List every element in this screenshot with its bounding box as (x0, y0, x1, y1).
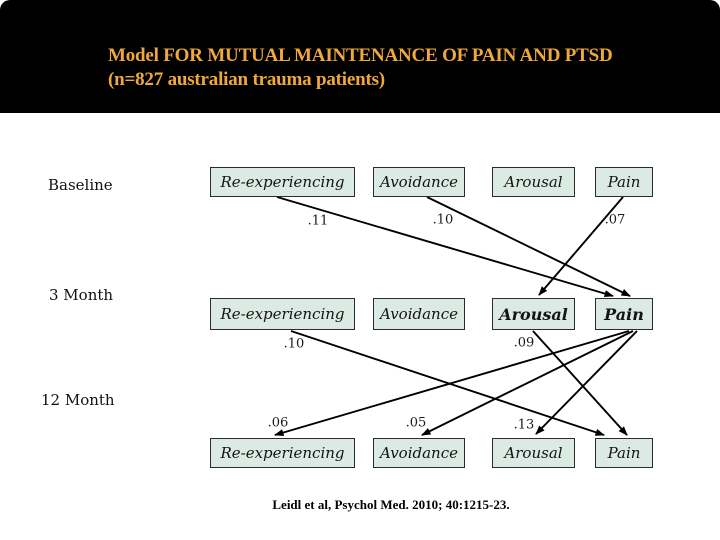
path-arrow-month3.pain-to-month12.re-experiencing (274, 330, 630, 437)
path-coefficient-month3.re-experiencing-to-month12.pain: .10 (283, 336, 305, 352)
path-coefficient-baseline.avoidance-to-month3.pain: .10 (432, 212, 454, 228)
path-coefficient-month3.pain-to-month12.avoidance: .05 (405, 415, 427, 431)
path-coefficient-month3.arousal-to-month12.pain: .09 (513, 335, 535, 351)
slide-title-line1: Model FOR MUTUAL MAINTENANCE OF PAIN AND… (108, 45, 613, 66)
row-label-month3: 3 Month (49, 286, 114, 304)
path-coefficient-baseline.re-experiencing-to-month3.pain: .11 (307, 213, 329, 229)
box-baseline-re-experiencing: Re-experiencing (210, 167, 355, 197)
citation: Leidl et al, Psychol Med. 2010; 40:1215-… (272, 497, 510, 512)
path-arrow-month3.arousal-to-month12.pain (532, 330, 628, 436)
box-baseline-pain: Pain (595, 167, 653, 197)
box-month12-pain: Pain (595, 438, 653, 468)
box-month3-re-experiencing: Re-experiencing (210, 298, 355, 330)
box-month12-arousal: Arousal (492, 438, 575, 468)
path-coefficient-baseline.pain-to-month3.arousal: .07 (604, 212, 626, 228)
path-arrow-baseline.pain-to-month3.arousal (538, 196, 624, 296)
box-month3-avoidance: Avoidance (373, 298, 465, 330)
box-month3-pain: Pain (595, 298, 653, 330)
box-baseline-arousal: Arousal (492, 167, 575, 197)
box-baseline-avoidance: Avoidance (373, 167, 465, 197)
box-month12-re-experiencing: Re-experiencing (210, 438, 355, 468)
box-month3-arousal: Arousal (492, 298, 575, 330)
row-label-baseline: Baseline (48, 176, 113, 194)
path-arrow-baseline.re-experiencing-to-month3.pain (276, 196, 614, 298)
title-bar: Model FOR MUTUAL MAINTENANCE OF PAIN AND… (0, 0, 720, 113)
path-coefficient-month3.pain-to-month12.re-experiencing: .06 (267, 415, 289, 431)
slide-title-line2: (n=827 australian trauma patients) (108, 69, 385, 90)
box-month12-avoidance: Avoidance (373, 438, 465, 468)
path-arrow-baseline.avoidance-to-month3.pain (426, 196, 631, 297)
path-coefficient-month3.pain-to-month12.arousal: .13 (513, 417, 535, 433)
path-arrow-month3.pain-to-month12.avoidance (421, 330, 634, 436)
path-arrow-month3.pain-to-month12.arousal (535, 330, 638, 435)
row-label-month12: 12 Month (41, 391, 115, 409)
path-arrow-month3.re-experiencing-to-month12.pain (290, 330, 605, 436)
